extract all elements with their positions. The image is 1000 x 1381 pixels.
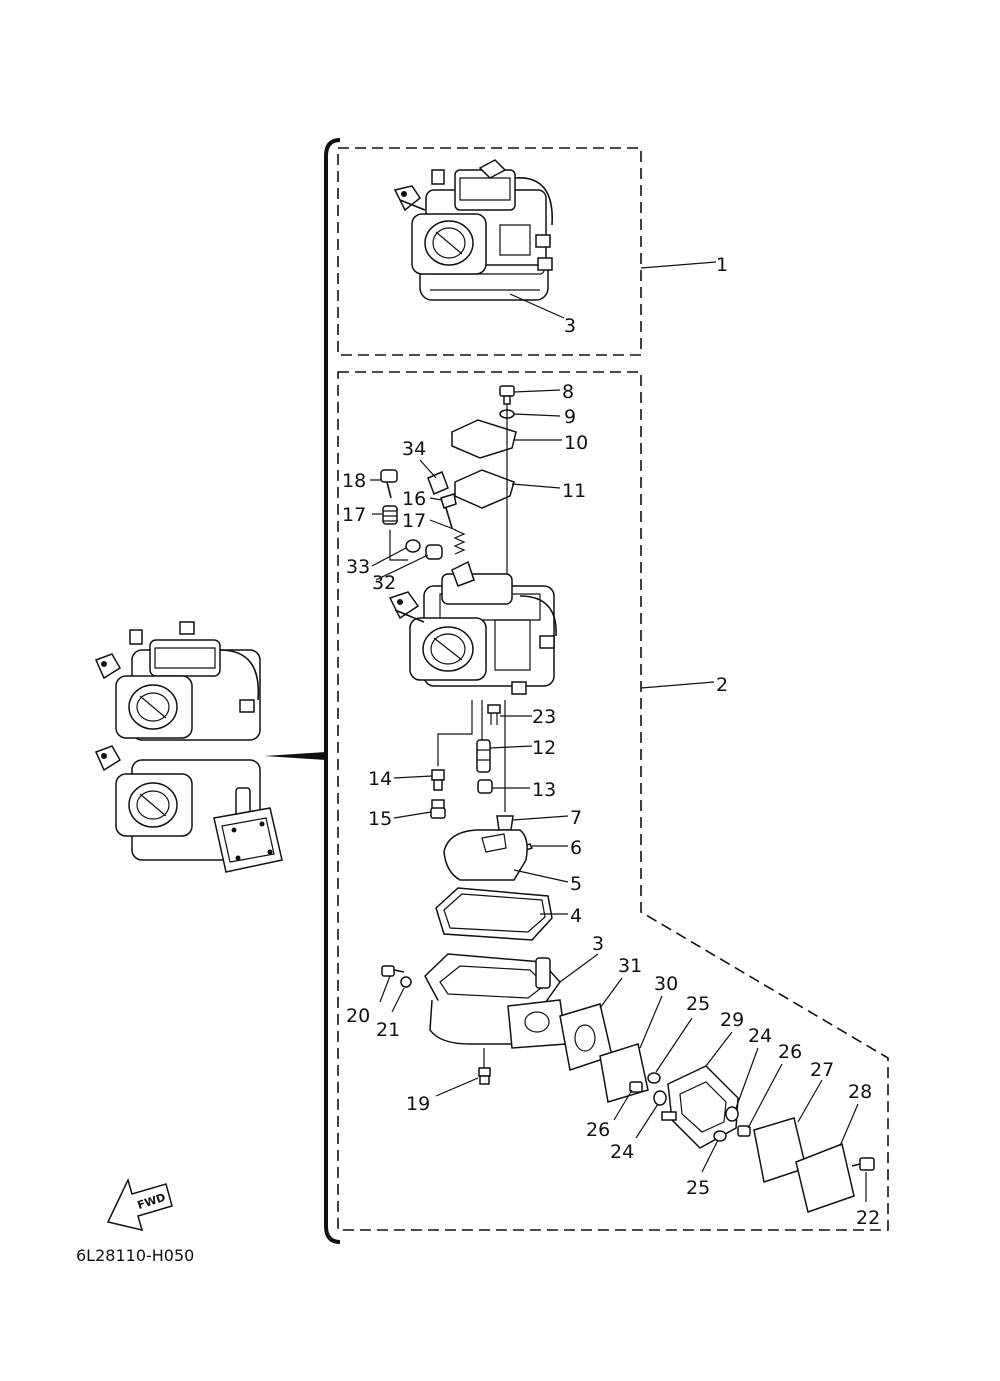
leader-lines — [370, 261, 867, 1202]
callout-23: 23 — [532, 706, 556, 728]
callout-27: 27 — [810, 1059, 834, 1081]
part-18-screw — [380, 469, 398, 499]
callout-16: 16 — [402, 488, 426, 510]
callout-7: 7 — [570, 807, 582, 829]
part-25-washer-lower — [713, 1130, 727, 1142]
diagram-code: 6L28110-H050 — [76, 1246, 194, 1265]
part-16-screw — [440, 493, 457, 529]
callout-17-right: 17 — [402, 510, 426, 532]
callout-12: 12 — [532, 737, 556, 759]
part-14-jet — [431, 769, 445, 791]
part-17-spring-right — [453, 529, 466, 555]
callout-21: 21 — [376, 1019, 400, 1041]
part-34-connector — [427, 471, 449, 495]
callout-30: 30 — [654, 973, 678, 995]
callout-10: 10 — [564, 432, 588, 454]
callout-33: 33 — [346, 556, 370, 578]
part-22-screw — [851, 1157, 875, 1171]
callout-18: 18 — [342, 470, 366, 492]
callout-31: 31 — [618, 955, 642, 977]
callout-25-upper: 25 — [686, 993, 710, 1015]
part-28-cover — [795, 1142, 855, 1213]
callout-26-right: 26 — [778, 1041, 802, 1063]
twin-carburetor-reference — [94, 621, 283, 873]
part-15-plug — [430, 799, 446, 819]
callout-24-left: 24 — [610, 1141, 634, 1163]
callout-25-lower: 25 — [686, 1177, 710, 1199]
part-23-screw — [487, 704, 501, 725]
callout-1: 1 — [716, 254, 728, 276]
carburetor-body — [388, 560, 557, 695]
callout-4: 4 — [570, 905, 582, 927]
part-26-screw-left — [629, 1081, 643, 1093]
part-33-o-ring — [405, 539, 421, 553]
callout-6: 6 — [570, 837, 582, 859]
callout-11: 11 — [562, 480, 586, 502]
callout-26-left: 26 — [586, 1119, 610, 1141]
part-21-washer — [400, 976, 412, 988]
callout-3-assembly: 3 — [564, 315, 576, 337]
callout-19: 19 — [406, 1093, 430, 1115]
callout-9: 9 — [564, 406, 576, 428]
part-20-screw — [381, 965, 405, 977]
callout-28: 28 — [848, 1081, 872, 1103]
part-7-needle — [496, 815, 514, 831]
callout-2: 2 — [716, 674, 728, 696]
assembly-bracket — [324, 138, 341, 1244]
callout-5: 5 — [570, 873, 582, 895]
bracket-pointer — [264, 752, 326, 760]
part-13-jet — [477, 779, 493, 794]
callout-34: 34 — [402, 438, 426, 460]
part-10-plate — [451, 419, 517, 459]
callout-17-left: 17 — [342, 504, 366, 526]
guide-line-17 — [389, 530, 408, 561]
callout-3-bowl: 3 — [592, 933, 604, 955]
callout-29: 29 — [720, 1009, 744, 1031]
part-17-spring-left — [382, 505, 398, 525]
part-11-gasket — [454, 469, 515, 509]
part-3-float-bowl — [424, 953, 567, 1049]
callout-32: 32 — [372, 572, 396, 594]
callout-14: 14 — [368, 768, 392, 790]
callout-8: 8 — [562, 381, 574, 403]
part-24-valve-right — [725, 1106, 739, 1122]
fwd-arrow-icon: FWD — [106, 1177, 173, 1232]
part-19-screw — [478, 1048, 491, 1085]
part-25-washer-upper — [647, 1072, 661, 1084]
part-12-tube — [476, 739, 491, 773]
part-24-valve-left — [653, 1090, 667, 1106]
callout-15: 15 — [368, 808, 392, 830]
callout-22: 22 — [856, 1207, 880, 1229]
callout-20: 20 — [346, 1005, 370, 1027]
part-8-screw — [499, 385, 515, 405]
callout-24-right: 24 — [748, 1025, 772, 1047]
callout-13: 13 — [532, 779, 556, 801]
part-31-gasket — [559, 1003, 613, 1071]
part-4-gasket — [435, 887, 553, 941]
part-26-screw-right — [737, 1125, 751, 1137]
guide-line-14 — [437, 700, 473, 766]
part-5-float — [443, 829, 528, 881]
assembly-box-2 — [337, 371, 889, 1231]
carburetor-assembly-icon — [393, 159, 553, 301]
part-32-cap — [425, 544, 443, 560]
